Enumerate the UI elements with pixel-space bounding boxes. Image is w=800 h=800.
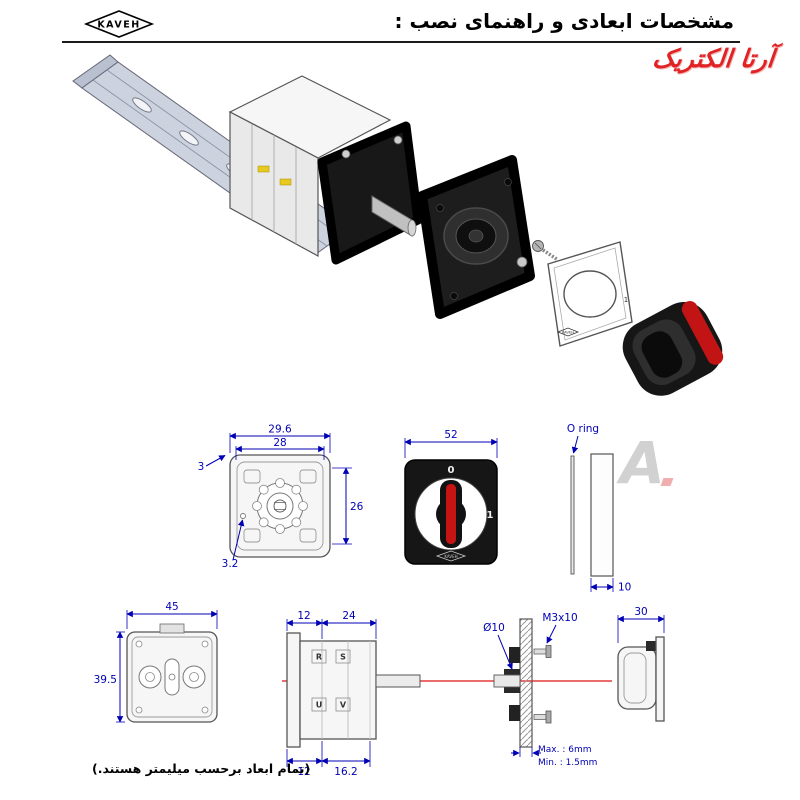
- dim-10: 10: [618, 582, 631, 594]
- dim-26: 26: [350, 501, 364, 513]
- shaft-plate-profile: [590, 453, 614, 577]
- exploded-view: KAVEH 1: [72, 54, 724, 396]
- front-panel-plate: KAVEH 1: [547, 241, 633, 347]
- switch-body: [228, 75, 423, 265]
- top-tab: [159, 623, 185, 634]
- watermark-letter: A: [620, 429, 665, 497]
- kaveh-logo-diamond: [83, 10, 155, 38]
- knob-red-stripe: [681, 301, 724, 365]
- kaveh-mini-diamond: [556, 327, 580, 337]
- screw-m3-top: [533, 645, 552, 658]
- terminal-mark-yellow: [257, 165, 270, 173]
- plate-screw: [516, 256, 528, 268]
- kaveh-mini-text: KAVEH: [562, 331, 574, 335]
- shaft-side: [375, 674, 421, 688]
- page-title: مشخصات ابعادی و راهنمای نصب :: [394, 9, 734, 33]
- middle-drawings: 29.6 28 26 3 3.2 52 0 1 KAVEH: [198, 423, 632, 594]
- dim-28: 28: [273, 437, 286, 449]
- front-plate-screw: [341, 149, 351, 159]
- dim-3: 3: [198, 461, 205, 473]
- oring-profile: [570, 455, 575, 575]
- mounting-plate: [417, 155, 535, 319]
- dim-24: 24: [342, 610, 356, 622]
- side-view-drawing: R S U V 12 24 12 16.2: [286, 610, 421, 778]
- knob-handle-stripe: [446, 484, 456, 544]
- kaveh-mini-text: KAVEH: [444, 554, 457, 559]
- bottom-drawings: 45 39.5 R S U V 12 24: [94, 601, 665, 778]
- panel-hole: [563, 270, 617, 318]
- position-1: 1: [487, 510, 494, 521]
- shaft-stub: [493, 674, 521, 688]
- mounting-screw: [532, 240, 559, 262]
- dim-shaft-diameter: Ø10: [483, 622, 505, 634]
- position-0: 0: [448, 465, 455, 476]
- dim-16.2: 16.2: [334, 766, 357, 778]
- panel-hatched: [519, 618, 533, 748]
- screw-spec-label: M3x10: [542, 612, 577, 624]
- switch-shaft-end: [407, 219, 417, 237]
- pilot-hole: [240, 513, 246, 519]
- terminal-S: S: [340, 653, 346, 662]
- oring-label: O ring: [567, 423, 599, 435]
- units-note: (تمام ابعاد برحسب میلیمتر هستند.): [92, 761, 311, 776]
- kaveh-logo: KAVEH: [83, 10, 155, 38]
- screw-m3-bottom: [533, 710, 552, 724]
- rear-view-drawing: 29.6 28 26 3 3.2: [198, 424, 364, 571]
- dim-3.2: 3.2: [222, 558, 239, 570]
- back-view-drawing: 45 39.5: [94, 601, 218, 723]
- dim-12-bottom: 12: [297, 766, 310, 778]
- clamp-top: [509, 647, 520, 663]
- panel-min-label: Min. : 1.5mm: [538, 758, 597, 768]
- knob-cap-detail: [646, 641, 656, 651]
- oring-drawing: O ring 10: [567, 423, 631, 594]
- header-divider: [62, 41, 740, 43]
- terminal-U: U: [316, 701, 323, 710]
- terminal-V: V: [340, 701, 347, 710]
- dim-29.6: 29.6: [268, 424, 292, 436]
- dim-30: 30: [634, 606, 647, 618]
- dim-39.5: 39.5: [94, 674, 117, 686]
- panel-section-drawing: Ø10 M3x10 Max. : 6mm Min. : 1.5mm: [483, 612, 597, 768]
- panel-max-label: Max. : 6mm: [538, 745, 591, 755]
- dim-12-top: 12: [297, 610, 310, 622]
- knob-side-drawing: 30: [617, 606, 665, 722]
- kaveh-logo-text: KAVEH: [97, 20, 140, 31]
- front-plate-screw: [393, 135, 403, 145]
- terminal-mark-yellow: [279, 178, 292, 186]
- kaveh-mini-diamond: [435, 550, 467, 562]
- switch-front-plate: [317, 121, 423, 265]
- center-rosette: [252, 478, 308, 534]
- plate-mark-1: 1: [624, 296, 628, 304]
- terminal-R: R: [316, 653, 322, 662]
- clamp-bottom: [509, 705, 520, 721]
- dim-45: 45: [165, 601, 178, 613]
- front-view-drawing: 52 0 1 KAVEH: [404, 429, 498, 565]
- dim-52: 52: [444, 429, 457, 441]
- knob: [622, 301, 724, 396]
